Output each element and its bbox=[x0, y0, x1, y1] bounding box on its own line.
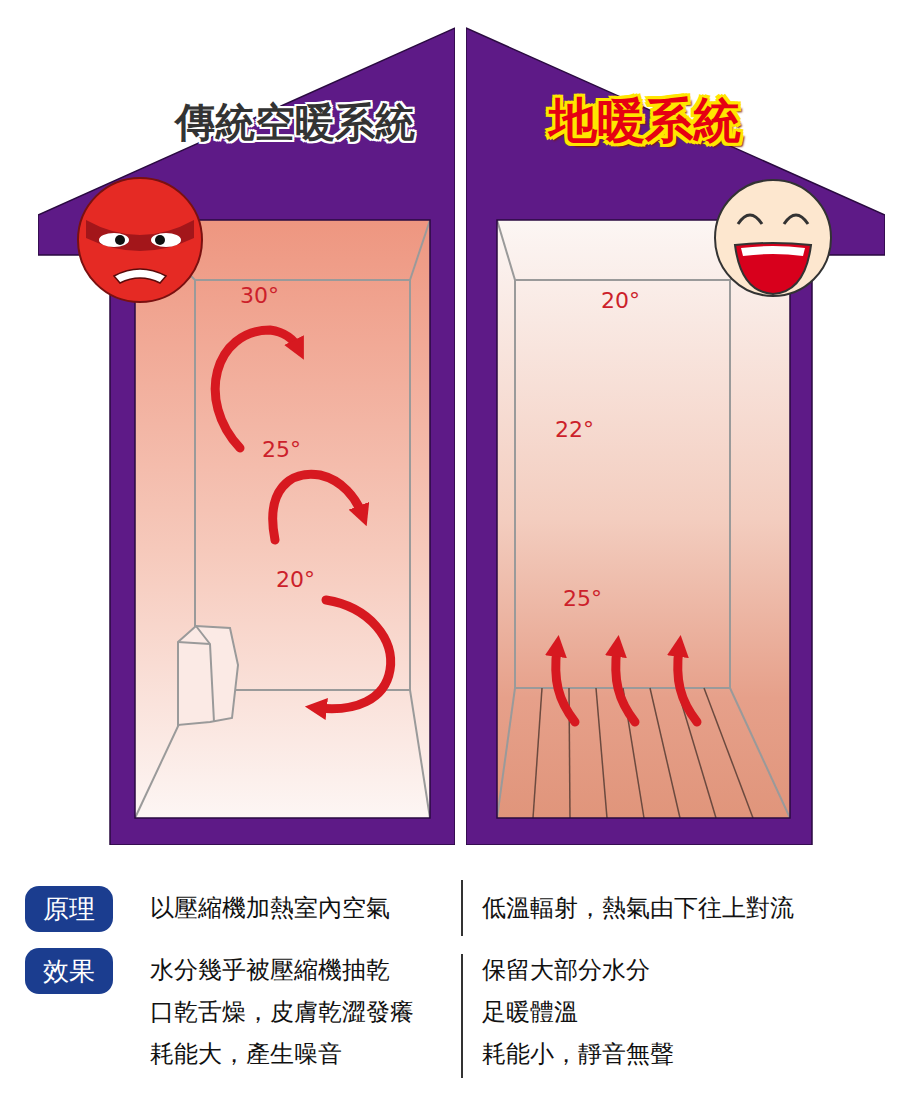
temperature-value: 25° bbox=[563, 587, 602, 611]
column-divider bbox=[461, 954, 463, 1078]
right-room bbox=[497, 220, 790, 818]
effect-text: 耗能小，靜音無聲 bbox=[482, 1041, 674, 1067]
left-room bbox=[135, 220, 430, 818]
effect-text: 水分幾乎被壓縮機抽乾 bbox=[150, 957, 390, 983]
heater-unit bbox=[178, 626, 238, 725]
traditional-heating-house: 傳統空暖系統 bbox=[38, 25, 455, 845]
house-outline bbox=[38, 25, 455, 845]
temperature-value: 20° bbox=[276, 568, 315, 592]
effect-text: 耗能大，產生噪音 bbox=[150, 1041, 342, 1067]
tag-text: 效果 bbox=[43, 957, 95, 986]
effect-text: 足暖體溫 bbox=[482, 999, 578, 1025]
tag-text: 原理 bbox=[43, 895, 95, 924]
principle-tag: 原理 bbox=[25, 886, 113, 932]
temperature-value: 22° bbox=[555, 418, 594, 442]
house-outline bbox=[466, 25, 885, 845]
temperature-value: 20° bbox=[601, 289, 640, 313]
house-title: 傳統空暖系統 bbox=[175, 100, 415, 144]
left-room-lines bbox=[135, 220, 430, 818]
temperature-value: 30° bbox=[240, 284, 279, 308]
column-divider bbox=[461, 880, 463, 936]
effect-text: 口乾舌燥，皮膚乾澀發癢 bbox=[150, 999, 414, 1025]
principle-text: 以壓縮機加熱室內空氣 bbox=[150, 895, 390, 921]
heat-rise-arrows bbox=[556, 648, 697, 722]
temperature-value: 25° bbox=[262, 438, 301, 462]
right-room-lines bbox=[497, 220, 790, 818]
air-flow-arrows bbox=[215, 330, 390, 709]
house-title: 地暖系統 bbox=[549, 94, 741, 147]
principle-text: 低溫輻射，熱氣由下往上對流 bbox=[482, 895, 794, 921]
effect-text: 保留大部分水分 bbox=[482, 957, 650, 983]
effect-tag: 效果 bbox=[25, 948, 113, 994]
floor-heating-house: 地暖系統 bbox=[466, 25, 885, 845]
